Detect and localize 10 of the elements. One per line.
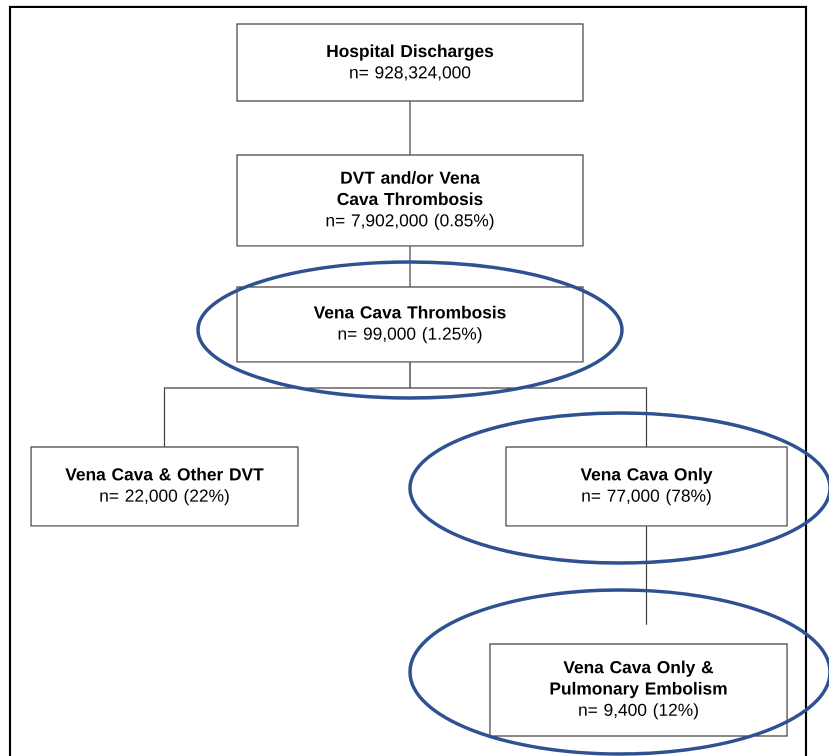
connector-line [646, 526, 648, 625]
process-box: Vena Cava Only n= 77,000 (78%) [505, 446, 788, 527]
process-box: Hospital Discharges n= 928,324,000 [236, 23, 584, 102]
connector-line [409, 246, 411, 286]
process-box: DVT and/or Vena Cava Thrombosis n= 7,902,000 (0.85%) [236, 154, 584, 247]
connector-line [409, 362, 648, 446]
process-box: Vena Cava & Other DVT n= 22,000 (22%) [30, 446, 299, 527]
process-box: Vena Cava Only & Pulmonary Embolism n= 9,400 (12%) [489, 643, 788, 737]
connector-line [409, 102, 411, 154]
process-box: Vena Cava Thrombosis n= 99,000 (1.25%) [236, 286, 584, 363]
